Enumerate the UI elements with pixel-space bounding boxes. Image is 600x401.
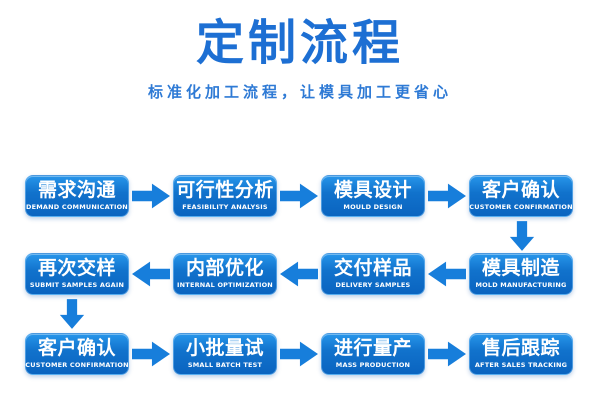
step-label-en: DEMAND COMMUNICATION [26,202,128,211]
arrow-right-icon [129,175,173,217]
step-label-zh: 小批量试 [185,337,264,360]
step-label-en: CUSTOMER CONFIRMATION [469,202,573,211]
step-label-zh: 交付样品 [333,257,412,280]
step-label-zh: 需求沟通 [37,179,116,202]
step-label-zh: 可行性分析 [176,179,274,202]
arrow-right-icon [277,175,321,217]
step-label-en: MOLD MANUFACTURING [475,280,567,289]
step-label-en: MOULD DESIGN [343,202,403,211]
step-label-zh: 客户确认 [481,179,560,202]
flow-row-1: 需求沟通 DEMAND COMMUNICATION 可行性分析 FEASIBIL… [0,175,600,217]
arrow-down-icon [58,299,86,329]
arrow-left-icon [425,253,469,295]
step-internal-optimization: 内部优化 INTERNAL OPTIMIZATION [173,253,277,295]
flow-row-2: 再次交样 SUBMIT SAMPLES AGAIN 内部优化 INTERNAL … [0,253,600,295]
step-mould-design: 模具设计 MOULD DESIGN [321,175,425,217]
page-subtitle: 标准化加工流程，让模具加工更省心 [147,83,452,102]
step-label-zh: 再次交样 [37,257,116,280]
arrow-right-icon [129,333,173,375]
step-customer-confirmation: 客户确认 CUSTOMER CONFIRMATION [469,175,573,217]
step-label-en: MASS PRODUCTION [335,360,411,369]
step-label-zh: 客户确认 [37,337,116,360]
step-label-en: SUBMIT SAMPLES AGAIN [29,280,125,289]
step-label-en: SMALL BATCH TEST [187,360,263,369]
step-label-en: INTERNAL OPTIMIZATION [177,280,273,289]
arrow-down-icon [508,221,536,251]
step-label-zh: 进行量产 [333,337,412,360]
step-feasibility-analysis: 可行性分析 FEASIBILITY ANALYSIS [173,175,277,217]
step-label-zh: 模具设计 [333,179,412,202]
step-after-sales-tracking: 售后跟踪 AFTER SALES TRACKING [469,333,573,375]
step-customer-confirmation-2: 客户确认 CUSTOMER CONFIRMATION [25,333,129,375]
step-label-en: DELIVERY SAMPLES [335,280,411,289]
flow-row-3: 客户确认 CUSTOMER CONFIRMATION 小批量试 SMALL BA… [0,333,600,375]
step-submit-samples-again: 再次交样 SUBMIT SAMPLES AGAIN [25,253,129,295]
step-demand-communication: 需求沟通 DEMAND COMMUNICATION [25,175,129,217]
step-delivery-samples: 交付样品 DELIVERY SAMPLES [321,253,425,295]
step-mold-manufacturing: 模具制造 MOLD MANUFACTURING [469,253,573,295]
step-mass-production: 进行量产 MASS PRODUCTION [321,333,425,375]
step-label-en: CUSTOMER CONFIRMATION [25,360,129,369]
arrow-right-icon [277,333,321,375]
step-label-en: AFTER SALES TRACKING [474,360,568,369]
step-small-batch-test: 小批量试 SMALL BATCH TEST [173,333,277,375]
step-label-zh: 模具制造 [481,257,560,280]
step-label-zh: 内部优化 [185,257,264,280]
step-label-en: FEASIBILITY ANALYSIS [182,202,268,211]
page-title: 定制流程 [195,15,404,71]
arrow-right-icon [425,175,469,217]
arrow-left-icon [129,253,173,295]
arrow-right-icon [425,333,469,375]
arrow-left-icon [277,253,321,295]
step-label-zh: 售后跟踪 [481,337,560,360]
